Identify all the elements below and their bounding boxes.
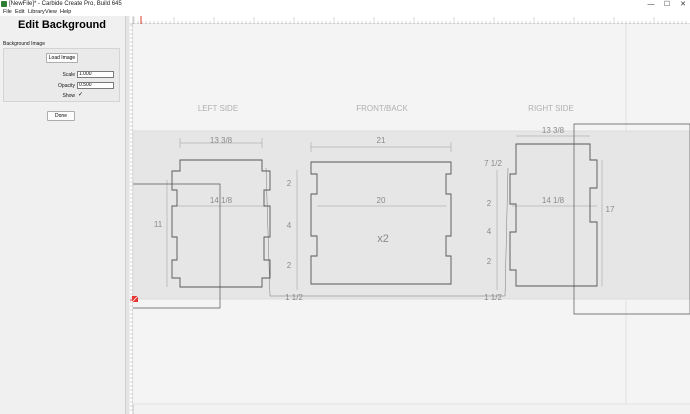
background-image <box>132 130 690 300</box>
show-label: Show <box>62 93 75 99</box>
front-trace-outline[interactable] <box>265 167 509 297</box>
dim-right-width: 13 3/8 <box>542 126 565 135</box>
left-side-part[interactable] <box>171 159 271 288</box>
dim-tab-mid-right: 4 <box>487 227 492 236</box>
dim-left-inner: 14 1/8 <box>210 196 233 205</box>
dim-bottom-left: 1 1/2 <box>285 293 303 302</box>
load-image-button[interactable]: Load Image <box>46 53 78 63</box>
panel-title: Edit Background <box>17 19 106 31</box>
menu-file[interactable]: File <box>3 9 12 15</box>
dim-tab-mid-left: 4 <box>287 221 292 230</box>
origin-marker-icon <box>131 295 139 303</box>
scale-input[interactable] <box>77 71 114 78</box>
menu-library[interactable]: Library <box>28 9 45 15</box>
dim-left-height: 11 <box>154 220 163 229</box>
dim-front-qty: x2 <box>377 233 389 245</box>
right-side-part[interactable] <box>509 143 598 287</box>
dim-bottom-right: 1 1/2 <box>484 293 502 302</box>
carbide-app-icon <box>1 1 7 7</box>
dim-tab-top-right: 2 <box>487 199 492 208</box>
window-title: [NewFile]* - Carbide Create Pro, Build 6… <box>9 1 122 7</box>
dim-front-top: 21 <box>377 136 386 145</box>
dim-front-corner: 7 1/2 <box>484 159 502 168</box>
done-button[interactable]: Done <box>47 111 75 121</box>
menu-view[interactable]: View <box>45 9 57 15</box>
close-icon[interactable]: ✕ <box>680 1 686 8</box>
minimize-icon[interactable]: — <box>647 1 655 8</box>
scale-label: Scale <box>62 72 75 78</box>
title-bar: [NewFile]* - Carbide Create Pro, Build 6… <box>0 0 690 9</box>
dim-right-height: 17 <box>606 205 615 214</box>
background-image-group: Load Image Scale Opacity Show ✓ <box>3 48 120 102</box>
label-right-side: RIGHT SIDE <box>528 104 574 113</box>
background-image-group-label: Background Image <box>3 41 45 47</box>
menu-bar: File Edit Library View Help <box>0 9 690 16</box>
dim-left-width: 13 3/8 <box>210 136 233 145</box>
opacity-input[interactable] <box>77 82 114 89</box>
panel-splitter[interactable] <box>125 16 129 414</box>
horizontal-ruler[interactable] <box>130 16 690 24</box>
dim-right-inner: 14 1/8 <box>542 196 565 205</box>
menu-help[interactable]: Help <box>60 9 72 15</box>
design-canvas[interactable]: LEFT SIDE FRONT/BACK RIGHT SIDE 13 3/8 1… <box>130 16 690 414</box>
dim-tab-top-left: 2 <box>287 179 292 188</box>
dim-front-inner: 20 <box>377 196 386 205</box>
label-front-back: FRONT/BACK <box>356 104 408 113</box>
left-trace-outline[interactable] <box>133 183 221 309</box>
dim-tab-bot-left: 2 <box>287 261 292 270</box>
opacity-label: Opacity <box>58 83 75 89</box>
edit-background-panel: Edit Background Background Image Load Im… <box>0 16 124 414</box>
show-checkbox[interactable]: ✓ <box>78 92 84 98</box>
right-trace-outline[interactable] <box>573 123 690 315</box>
label-left-side: LEFT SIDE <box>198 104 238 113</box>
front-back-part[interactable] <box>310 161 452 285</box>
menu-edit[interactable]: Edit <box>15 9 25 15</box>
vertical-ruler[interactable] <box>130 16 133 414</box>
maximize-icon[interactable]: ☐ <box>663 1 671 8</box>
dim-tab-bot-right: 2 <box>487 257 492 266</box>
